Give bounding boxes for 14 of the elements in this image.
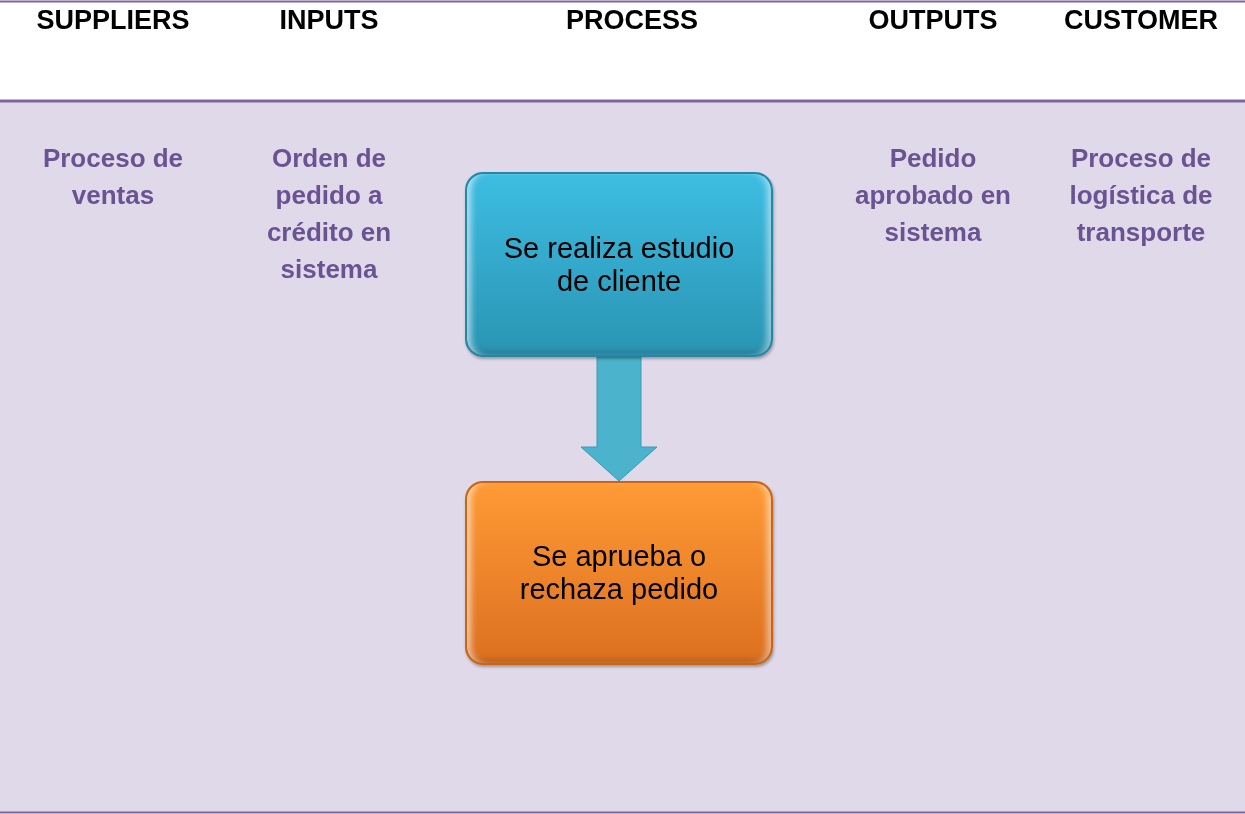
process-box [465, 172, 773, 357]
column-entry: Proceso de logística de transporte [1068, 142, 1214, 249]
process-box [465, 481, 773, 665]
column-header: SUPPLIERS [35, 5, 191, 36]
column-header: PROCESS [564, 5, 699, 36]
column-entry: Pedido aprobado en sistema [854, 142, 1012, 249]
block-arrow [580, 356, 658, 482]
column-header: INPUTS [278, 5, 380, 36]
column-header: OUTPUTS [867, 5, 999, 36]
process-text: Se realiza estudio de cliente [502, 231, 736, 298]
column-header: CUSTOMER [1063, 5, 1219, 36]
process-text: Se aprueba o rechaza pedido [518, 540, 720, 606]
column-entry: Proceso de ventas [41, 142, 185, 212]
column-entry: Orden de pedido a crédito en sistema [265, 142, 393, 286]
